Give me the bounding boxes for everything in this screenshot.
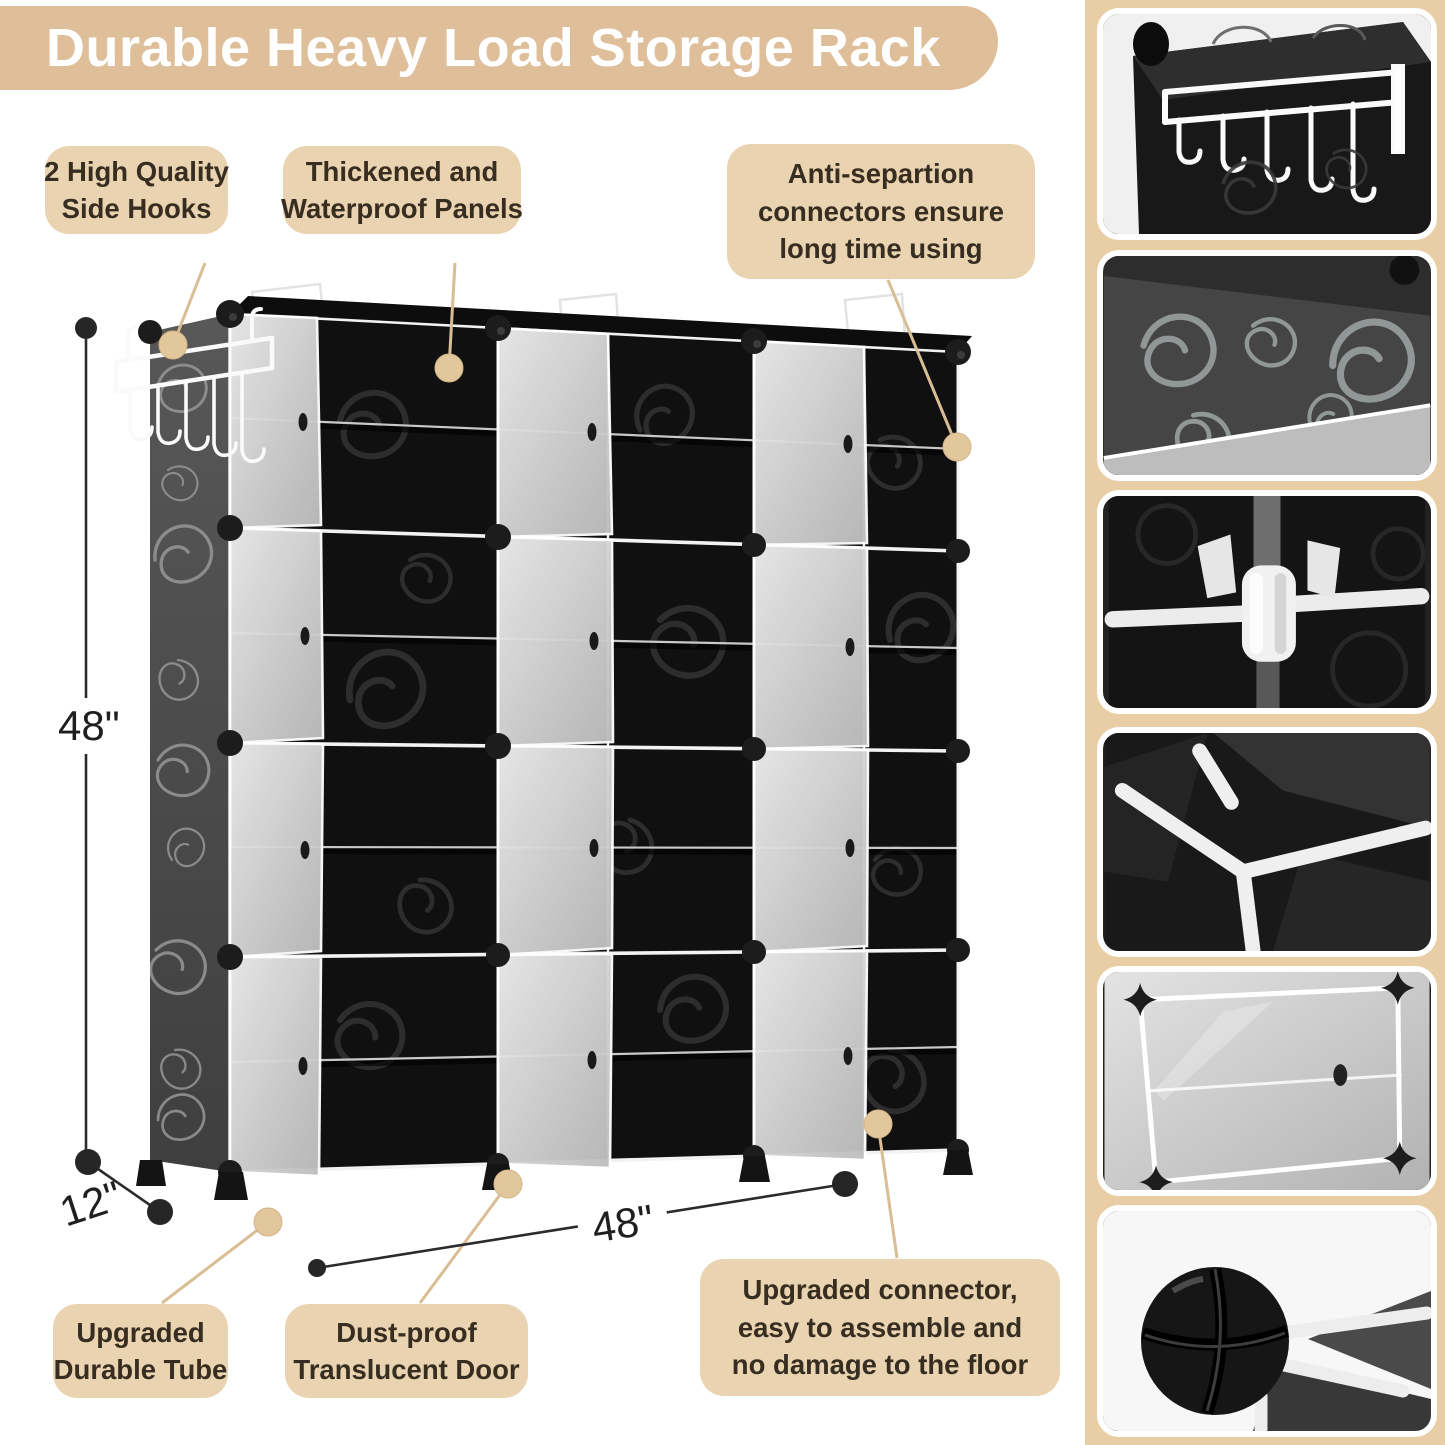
translucent-doors — [228, 312, 870, 1178]
rack-side-panel — [150, 314, 230, 1172]
thumbnail-translucent-door-closeup — [1097, 966, 1437, 1196]
side-hook-rack — [113, 307, 275, 464]
translucent-door-closeup-icon — [1104, 972, 1430, 1190]
callout-durable-tube: Upgraded Durable Tube — [53, 1304, 228, 1398]
callout-upgraded-connector-line3: no damage to the floor — [731, 1349, 1029, 1381]
dimension-height-label: 48" — [50, 698, 128, 754]
callout-side-hooks: 2 High Quality Side Hooks — [44, 146, 229, 234]
callout-side-hooks-line1: 2 High Quality — [44, 155, 229, 187]
title-banner: Durable Heavy Load Storage Rack — [0, 6, 998, 90]
thumbnail-connector-closeup — [1097, 490, 1437, 714]
callout-upgraded-connector: Upgraded connector, easy to assemble and… — [700, 1259, 1060, 1396]
thumbnail-waterproof-panel-closeup — [1097, 250, 1437, 481]
thumbnail-strip — [1085, 0, 1445, 1445]
floor-connector-closeup-icon — [1103, 1211, 1431, 1431]
thumbnail-tube-joint-closeup — [1097, 727, 1437, 957]
anti-separation-connector-closeup-icon — [1104, 496, 1430, 708]
callout-translucent-door-line1: Dust-proof — [336, 1316, 477, 1348]
waterproof-panel-closeup-icon — [1103, 256, 1431, 475]
callout-leader-dots — [158, 330, 972, 1237]
rack-top-panel — [230, 296, 972, 352]
callout-translucent-door-line2: Translucent Door — [293, 1354, 520, 1385]
callout-upgraded-connector-line2: easy to assemble and — [737, 1311, 1023, 1343]
callout-connectors-line2: connectors ensure — [757, 195, 1005, 227]
callout-connectors-line1: Anti-separtion — [787, 158, 975, 190]
callout-side-hooks-line2: Side Hooks — [61, 193, 212, 224]
side-hooks-closeup-icon — [1103, 14, 1431, 234]
callout-waterproof-panels: Thickened and Waterproof Panels — [281, 146, 523, 234]
callout-durable-tube-line1: Upgraded — [76, 1316, 205, 1348]
ball-connectors — [138, 300, 971, 1184]
callout-connectors-line3: long time using — [779, 233, 983, 265]
thumbnail-floor-connector-closeup — [1097, 1205, 1437, 1437]
durable-tube-joint-closeup-icon — [1104, 733, 1431, 951]
page-title: Durable Heavy Load Storage Rack — [46, 18, 941, 78]
callout-upgraded-connector-line1: Upgraded connector, — [742, 1274, 1018, 1306]
callout-durable-tube-line2: Durable Tube — [53, 1354, 228, 1385]
callout-waterproof-panels-line1: Thickened and — [305, 155, 499, 187]
thumbnail-side-hooks-closeup — [1097, 8, 1437, 240]
dimension-end-dots — [75, 317, 858, 1277]
callout-translucent-door: Dust-proof Translucent Door — [285, 1304, 528, 1398]
callout-anti-separation-connectors: Anti-separtion connectors ensure long ti… — [727, 144, 1035, 279]
callout-waterproof-panels-line2: Waterproof Panels — [281, 193, 523, 224]
door-handle-holes — [298, 413, 855, 1075]
